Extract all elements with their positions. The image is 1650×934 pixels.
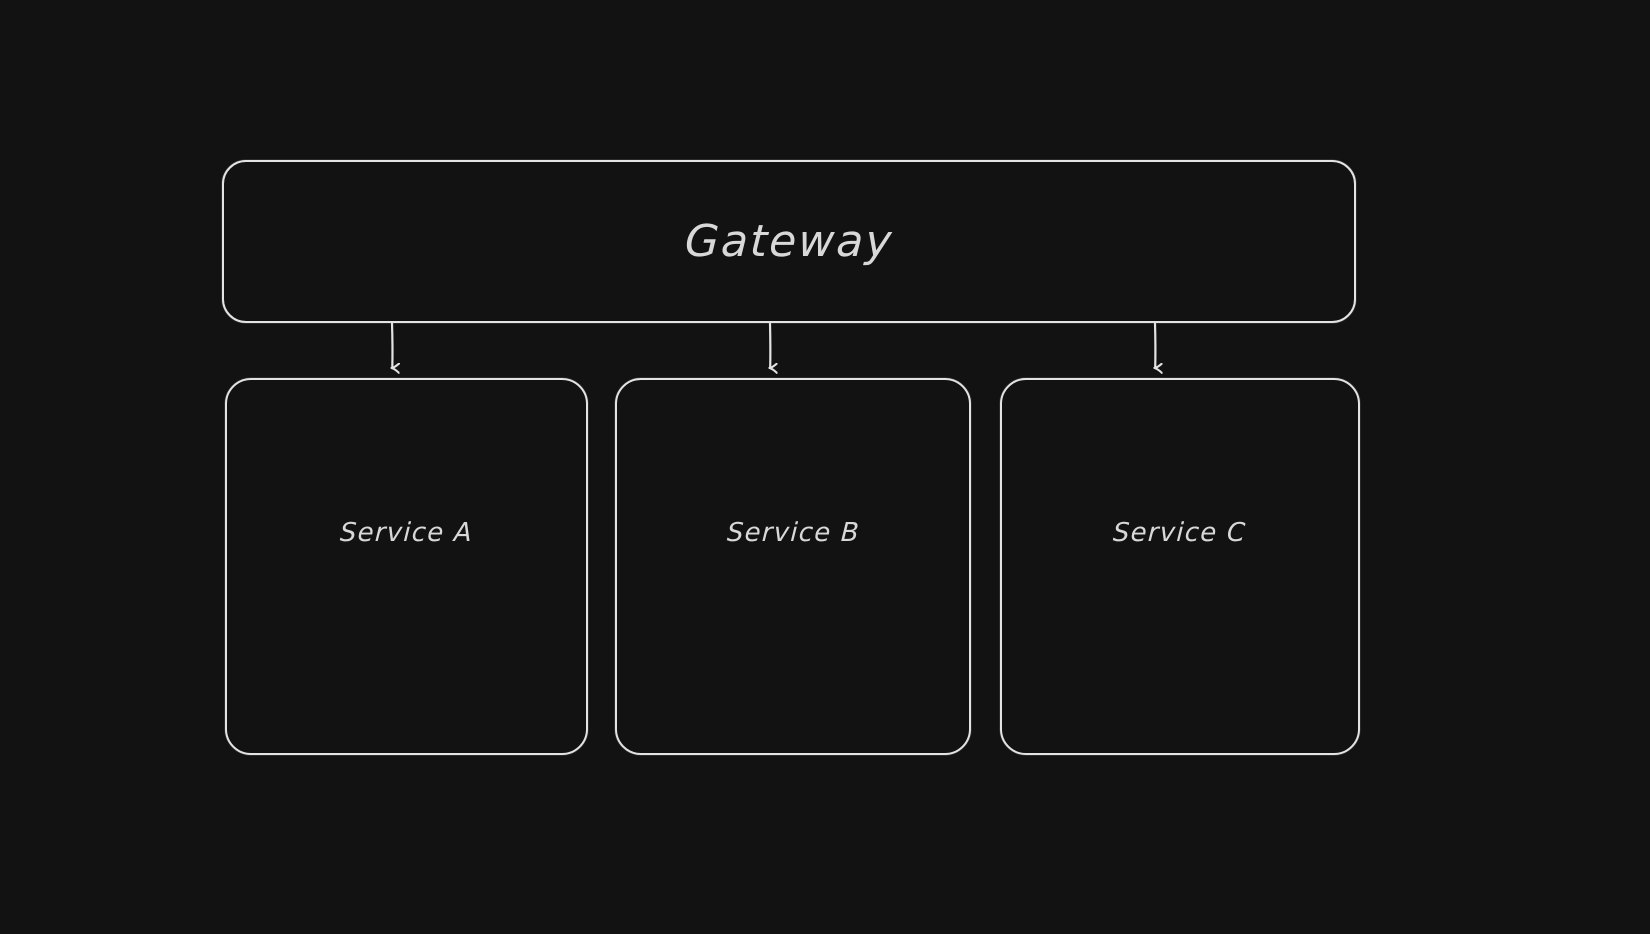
- node-service-a[interactable]: Service A: [225, 378, 588, 755]
- node-service-c-label: Service C: [1112, 517, 1248, 548]
- node-service-b-label: Service B: [725, 517, 861, 548]
- node-service-c[interactable]: Service C: [1000, 378, 1360, 755]
- node-gateway[interactable]: Gateway: [222, 160, 1356, 323]
- node-gateway-label: Gateway: [683, 216, 895, 267]
- node-service-b[interactable]: Service B: [615, 378, 971, 755]
- node-service-a-label: Service A: [339, 517, 474, 548]
